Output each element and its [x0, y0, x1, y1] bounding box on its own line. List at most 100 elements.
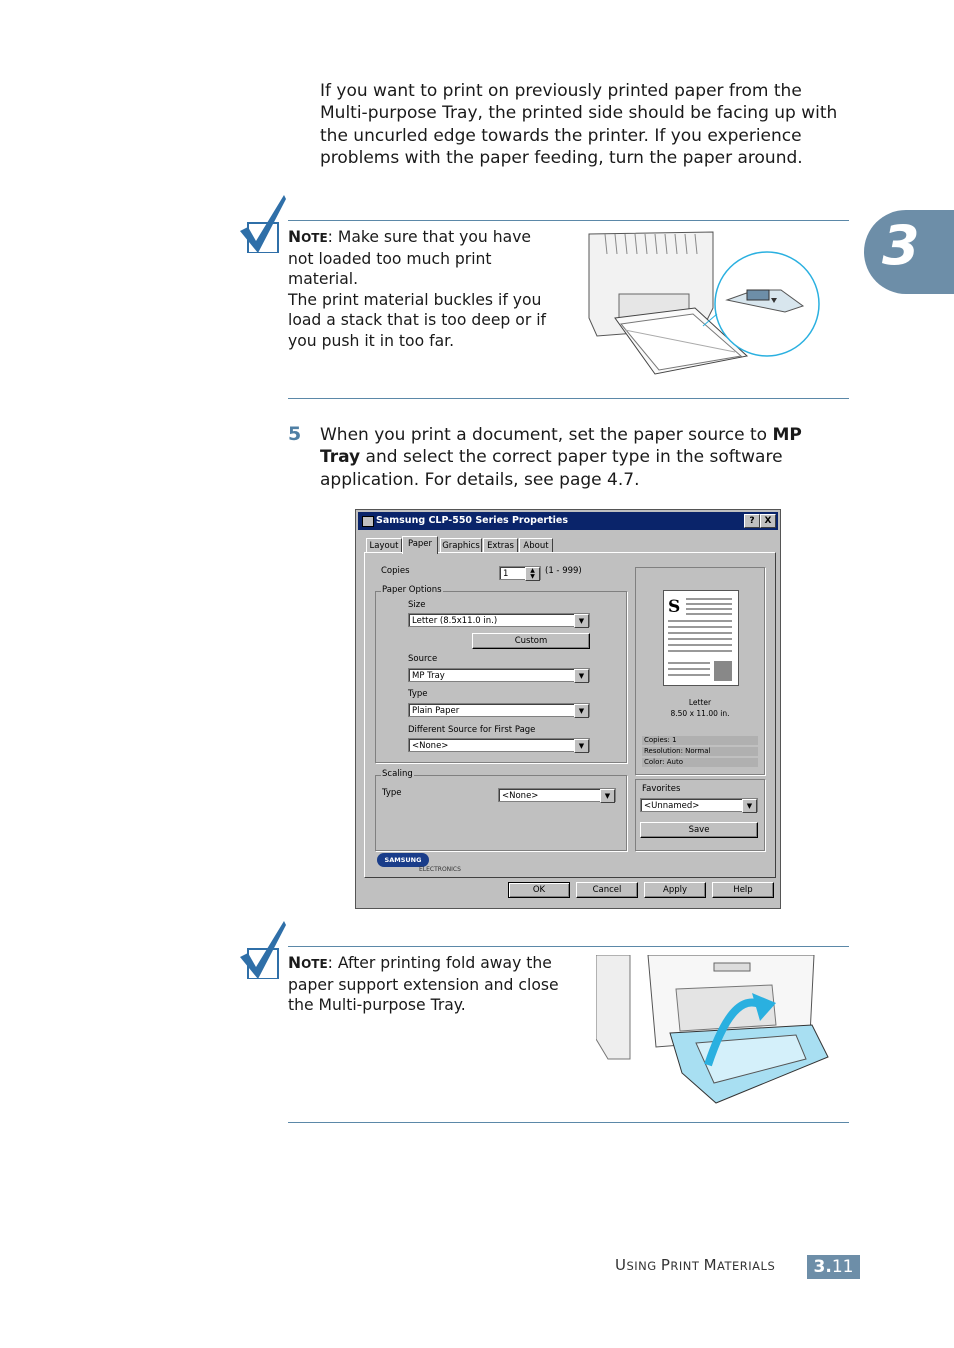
ok-button[interactable]: OK [508, 882, 570, 898]
source-value: MP Tray [412, 671, 445, 681]
favorites-group: Favorites <Unnamed> ▼ Save [635, 779, 765, 851]
tab-about[interactable]: About [519, 538, 553, 553]
chevron-down-icon[interactable]: ▼ [574, 669, 589, 683]
apply-button[interactable]: Apply [644, 882, 706, 898]
chevron-down-icon[interactable]: ▼ [574, 614, 589, 628]
info-copies: Copies: 1 [642, 736, 758, 745]
note1-label-cap: N [288, 228, 302, 246]
step-number: 5 [288, 423, 302, 445]
chevron-down-icon[interactable]: ▼ [600, 789, 615, 803]
size-select[interactable]: Letter (8.5x11.0 in.) ▼ [408, 613, 590, 628]
copies-range: (1 - 999) [545, 566, 582, 576]
footer-cap: U [615, 1256, 627, 1274]
chevron-down-icon[interactable]: ▼ [742, 799, 757, 813]
note2-top-rule [288, 946, 849, 947]
samsung-electronics-text: ELECTRONICS [419, 866, 461, 873]
favorites-select[interactable]: <Unnamed> ▼ [640, 798, 758, 813]
note2-label-rest: OTE [301, 957, 328, 971]
favorites-value: <Unnamed> [644, 801, 700, 811]
tab-paper[interactable]: Paper [402, 536, 438, 554]
different-source-select[interactable]: <None> ▼ [408, 738, 590, 753]
step5-bold-mp: MP [772, 425, 802, 445]
footer-cap: P [660, 1256, 671, 1274]
copies-value: 1 [503, 569, 509, 579]
preview-letter: S [668, 597, 681, 617]
paper-options-label: Paper Options [381, 585, 443, 595]
paper-preview-panel: S Letter 8.50 x 11.00 in. Copies: 1 Reso… [635, 567, 765, 775]
note1-line: not loaded too much print [288, 249, 492, 268]
page-number-box: 3.11 [807, 1255, 860, 1279]
scaling-type-value: <None> [502, 791, 539, 801]
note2-text: NOTE: After printing fold away the paper… [288, 953, 588, 1016]
custom-button[interactable]: Custom [472, 633, 590, 649]
note1-text: NOTE: Make sure that you have not loaded… [288, 227, 578, 351]
footer-small: ATERIALS [717, 1259, 776, 1273]
note1-line: material. [288, 270, 359, 288]
printer-tray-illustration [588, 231, 820, 375]
chevron-down-icon[interactable]: ▼ [574, 704, 589, 718]
footer-small: SING [626, 1259, 661, 1273]
note2-line: : After printing fold away the [327, 954, 552, 972]
printer-properties-dialog: Samsung CLP-550 Series Properties ? X La… [355, 509, 781, 909]
close-tray-illustration [596, 955, 829, 1104]
paper-tab-panel: Copies 1 ▲▼ (1 - 999) Paper Options Size… [364, 552, 776, 878]
help-button[interactable]: Help [712, 882, 774, 898]
chevron-down-icon[interactable]: ▼ [574, 739, 589, 753]
intro-paragraph: If you want to print on previously print… [320, 81, 838, 168]
note1-line: you push it in too far. [288, 331, 455, 350]
dialog-titlebar: Samsung CLP-550 Series Properties ? X [358, 512, 778, 530]
type-select[interactable]: Plain Paper ▼ [408, 703, 590, 718]
different-source-label: Different Source for First Page [408, 725, 536, 735]
note1-label-rest: OTE [301, 231, 328, 245]
scaling-label: Scaling [381, 769, 414, 779]
spinner-arrows-icon[interactable]: ▲▼ [525, 567, 540, 581]
page-preview: S [663, 590, 739, 686]
page-prefix: 3. [813, 1257, 832, 1277]
footer-small: RINT [670, 1259, 704, 1273]
preview-size-dims: 8.50 x 11.00 in. [670, 709, 730, 718]
scaling-type-select[interactable]: <None> ▼ [498, 788, 616, 803]
step5-bold-tray: Tray [320, 447, 361, 468]
info-color: Color: Auto [642, 758, 758, 767]
note2-line: the Multi-purpose Tray. [288, 996, 466, 1014]
step5-line2: and select the correct paper type in the… [360, 447, 783, 468]
different-source-value: <None> [412, 741, 449, 751]
preview-size-name: Letter [688, 698, 712, 707]
tab-graphics[interactable]: Graphics [440, 538, 482, 553]
favorites-label: Favorites [642, 784, 681, 794]
note1-top-rule [288, 220, 849, 221]
copies-spinner[interactable]: 1 ▲▼ [499, 566, 541, 581]
chapter-number: 3 [882, 214, 920, 277]
checkmark-note-icon [240, 921, 286, 979]
paper-options-group: Paper Options Size Letter (8.5x11.0 in.)… [375, 585, 627, 763]
step5-line1: When you print a document, set the paper… [320, 425, 773, 445]
dialog-title: Samsung CLP-550 Series Properties [376, 515, 568, 526]
cancel-button[interactable]: Cancel [576, 882, 638, 898]
scaling-group: Scaling Type <None>▼ [375, 769, 627, 851]
checkmark-note-icon [240, 195, 286, 253]
close-title-button[interactable]: X [760, 514, 776, 528]
tab-layout[interactable]: Layout [366, 538, 402, 553]
help-title-button[interactable]: ? [744, 514, 760, 528]
footer-cap: M [703, 1256, 718, 1274]
tab-extras[interactable]: Extras [483, 538, 518, 553]
page-number: 11 [831, 1257, 854, 1277]
note1-bottom-rule [288, 398, 849, 399]
note2-bottom-rule [288, 1122, 849, 1123]
copies-label: Copies [381, 566, 410, 576]
source-label: Source [408, 654, 438, 664]
chapter-tab: 3 [864, 210, 954, 294]
samsung-logo: SAMSUNG ELECTRONICS [377, 853, 477, 873]
step5-text: When you print a document, set the paper… [320, 424, 850, 491]
note2-line: paper support extension and close [288, 975, 559, 994]
note2-label-cap: N [288, 954, 302, 972]
save-button[interactable]: Save [640, 822, 758, 838]
step5-line3: application. For details, see page 4.7. [320, 469, 640, 490]
text-lines-icon [668, 598, 732, 681]
info-resolution: Resolution: Normal [642, 747, 758, 756]
size-label: Size [408, 600, 426, 610]
type-value: Plain Paper [412, 706, 460, 716]
source-select[interactable]: MP Tray ▼ [408, 668, 590, 683]
size-value: Letter (8.5x11.0 in.) [412, 616, 498, 626]
note1-line: The print material buckles if you [288, 290, 542, 309]
